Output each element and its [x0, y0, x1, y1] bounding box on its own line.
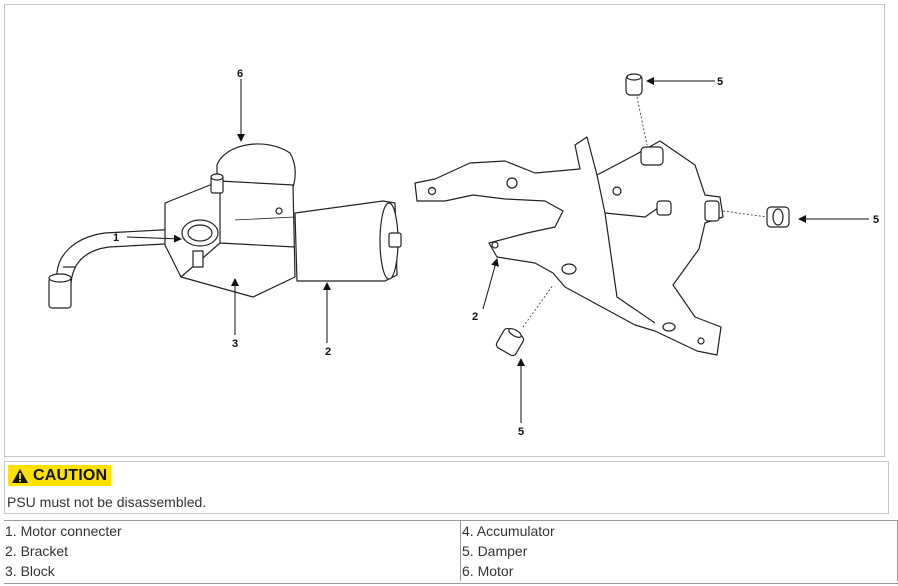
warning-triangle-icon	[12, 468, 28, 483]
legend-row: 3. Block 6. Motor	[4, 561, 898, 581]
damper-right	[766, 206, 790, 228]
callout-2-right: 2	[472, 311, 478, 323]
callout-5-right: 5	[873, 214, 879, 226]
callout-6: 6	[237, 68, 243, 80]
legend-item: 2. Bracket	[4, 541, 461, 561]
damper-top	[625, 73, 643, 96]
legend-item: 3. Block	[4, 561, 461, 581]
legend-item: 6. Motor	[460, 561, 898, 581]
callout-1: 1	[113, 232, 119, 244]
hose	[56, 228, 184, 284]
legend-item: 5. Damper	[460, 541, 898, 561]
caution-box: CAUTION PSU must not be disassembled.	[4, 461, 889, 514]
legend-row: 2. Bracket 5. Damper	[4, 541, 898, 561]
damper-bottom	[495, 327, 525, 357]
caution-badge: CAUTION	[8, 465, 112, 486]
damper-parts	[495, 73, 790, 357]
accumulator	[294, 200, 398, 282]
right-callout-lines	[482, 77, 869, 423]
legend-table: 1. Motor connecter 4. Accumulator 2. Bra…	[4, 521, 898, 581]
legend-item: 4. Accumulator	[460, 521, 898, 541]
callout-3: 3	[232, 338, 238, 350]
callout-5-top: 5	[717, 76, 723, 88]
bracket	[414, 136, 724, 356]
caution-label: CAUTION	[33, 466, 108, 484]
block	[164, 180, 296, 298]
legend-item: 1. Motor connecter	[4, 521, 461, 541]
caution-text: PSU must not be disassembled.	[7, 494, 207, 510]
callout-5-bottom: 5	[518, 426, 524, 438]
psu-illustration: 6 1 3 2	[48, 68, 879, 438]
left-callout-lines	[126, 79, 331, 343]
diagram-figure: 6 1 3 2	[4, 4, 885, 457]
legend-divider	[4, 583, 898, 584]
pump-assembly	[48, 143, 402, 309]
legend-row: 1. Motor connecter 4. Accumulator	[4, 521, 898, 541]
assembly-dashes	[522, 96, 768, 328]
callout-2-left: 2	[325, 346, 331, 358]
parts-legend: 1. Motor connecter 4. Accumulator 2. Bra…	[4, 520, 898, 586]
